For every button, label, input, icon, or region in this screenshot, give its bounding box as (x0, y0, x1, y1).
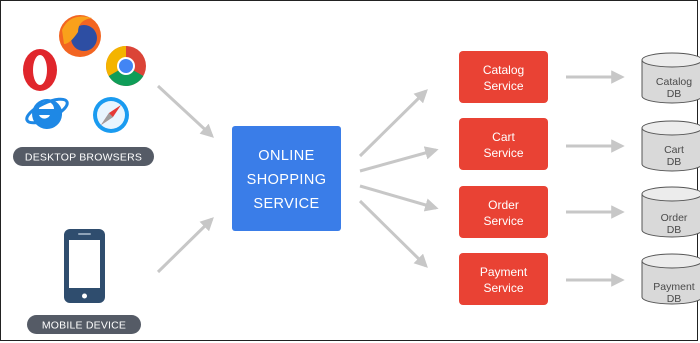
catalog-service-box: Catalog Service (459, 51, 548, 103)
order-service-line1: Order (488, 198, 519, 212)
payment-service-line1: Payment (480, 265, 528, 279)
main-service-line1: ONLINE (258, 148, 314, 164)
cart-service-box: Cart Service (459, 118, 548, 170)
order-service-line2: Service (483, 214, 523, 228)
cart-service-line2: Service (483, 146, 523, 160)
internet-explorer-icon (25, 97, 69, 129)
cart-service-line1: Cart (492, 130, 515, 144)
main-to-payment-arrow (358, 199, 428, 268)
main-to-order-arrow (359, 184, 439, 212)
desktop-browsers-badge: DESKTOP BROWSERS (13, 147, 154, 166)
catalog-db-cylinder: Catalog DB (641, 52, 700, 104)
payment-service-line2: Service (483, 281, 523, 295)
order-db-cylinder: Order DB (641, 186, 700, 238)
catalog-db-line1: Catalog (656, 76, 692, 88)
payment-service-box: Payment Service (459, 253, 548, 305)
firefox-icon (59, 15, 101, 57)
order-service-box: Order Service (459, 186, 548, 238)
main-to-cart-arrow (359, 146, 439, 173)
payment-db-line2: DB (667, 293, 682, 305)
order-db-line2: DB (667, 224, 682, 236)
smartphone-icon (64, 229, 105, 303)
cart-db-cylinder: Cart DB (641, 120, 700, 172)
mobile-device-badge: MOBILE DEVICE (27, 315, 141, 334)
payment-db-line1: Payment (653, 281, 695, 293)
cart-db-line2: DB (667, 156, 682, 168)
order-db-line1: Order (661, 212, 688, 224)
catalog-service-line2: Service (483, 79, 523, 93)
cart-db-line1: Cart (664, 144, 684, 156)
desktop-browsers-label: DESKTOP BROWSERS (25, 152, 142, 164)
desktop-to-main-arrow (156, 84, 214, 138)
catalog-service-line1: Catalog (483, 63, 524, 77)
chrome-icon (106, 46, 146, 86)
mobile-device-label: MOBILE DEVICE (42, 320, 126, 332)
opera-icon (23, 49, 57, 91)
main-service-line2: SHOPPING (247, 172, 327, 188)
online-shopping-service-box: ONLINE SHOPPING SERVICE (232, 126, 341, 231)
main-to-catalog-arrow (358, 89, 428, 158)
safari-icon (93, 97, 129, 133)
catalog-db-line2: DB (667, 88, 682, 100)
main-service-line3: SERVICE (253, 196, 319, 212)
mobile-to-main-arrow (156, 217, 214, 274)
payment-db-cylinder: Payment DB (641, 253, 700, 305)
